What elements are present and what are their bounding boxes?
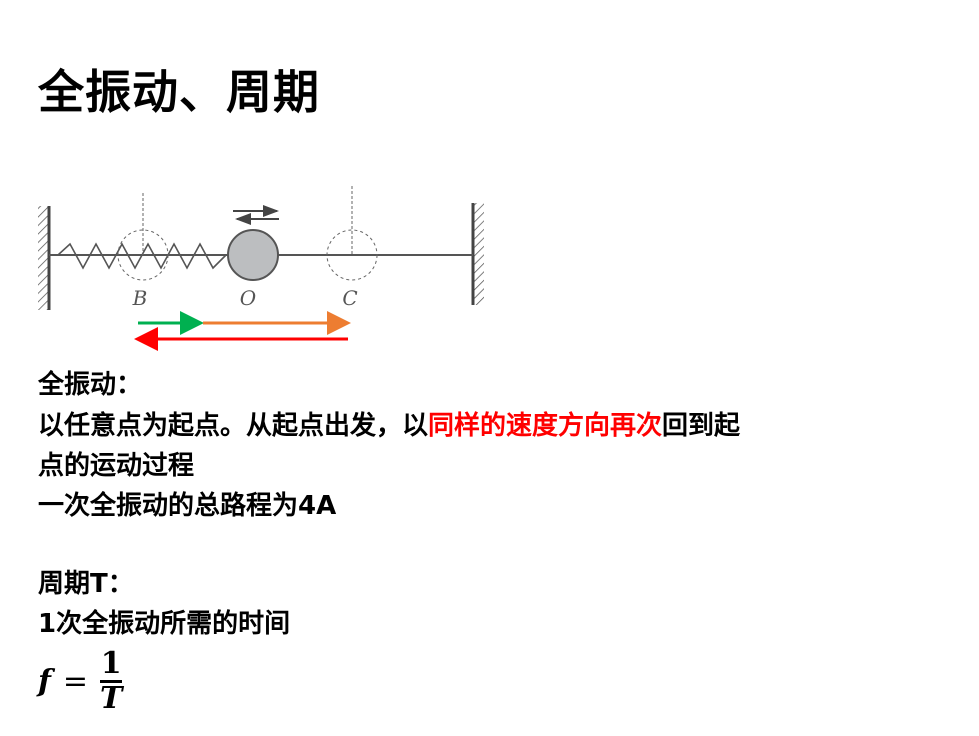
ball xyxy=(227,229,279,281)
label-c: C xyxy=(342,286,357,310)
fraction-bar xyxy=(100,680,123,683)
text: 以任意点为起点。从起点出发，以 xyxy=(38,411,429,441)
spring xyxy=(57,242,227,270)
section1-line3: 一次全振动的总路程为4A xyxy=(38,491,337,521)
section2-line1: 1次全振动所需的时间 xyxy=(38,609,291,639)
right-wall xyxy=(471,203,484,305)
formula-eq: = xyxy=(62,664,89,699)
fraction: 1 T xyxy=(100,648,122,715)
spring-oscillator-diagram: B O C xyxy=(38,186,484,351)
formula-lhs: f xyxy=(38,664,51,699)
section2-heading: 周期T： xyxy=(38,569,134,599)
text: 回到起 xyxy=(662,411,741,441)
section1-line1: 以任意点为起点。从起点出发，以同样的速度方向再次回到起 xyxy=(38,409,740,443)
position-b-circle xyxy=(117,229,169,281)
position-c-circle xyxy=(326,229,378,281)
highlight-text: 同样的速度方向再次 xyxy=(428,411,663,441)
section1-line2: 点的运动过程 xyxy=(38,451,195,481)
denominator: T xyxy=(100,681,123,716)
left-wall xyxy=(38,206,51,310)
label-b: B xyxy=(132,286,148,310)
slide-title: 全振动、周期 xyxy=(38,65,320,119)
numerator: 1 xyxy=(100,646,122,681)
frequency-formula: f = 1 T xyxy=(38,648,122,715)
section1-heading: 全振动： xyxy=(38,370,143,400)
label-o: O xyxy=(240,286,256,310)
